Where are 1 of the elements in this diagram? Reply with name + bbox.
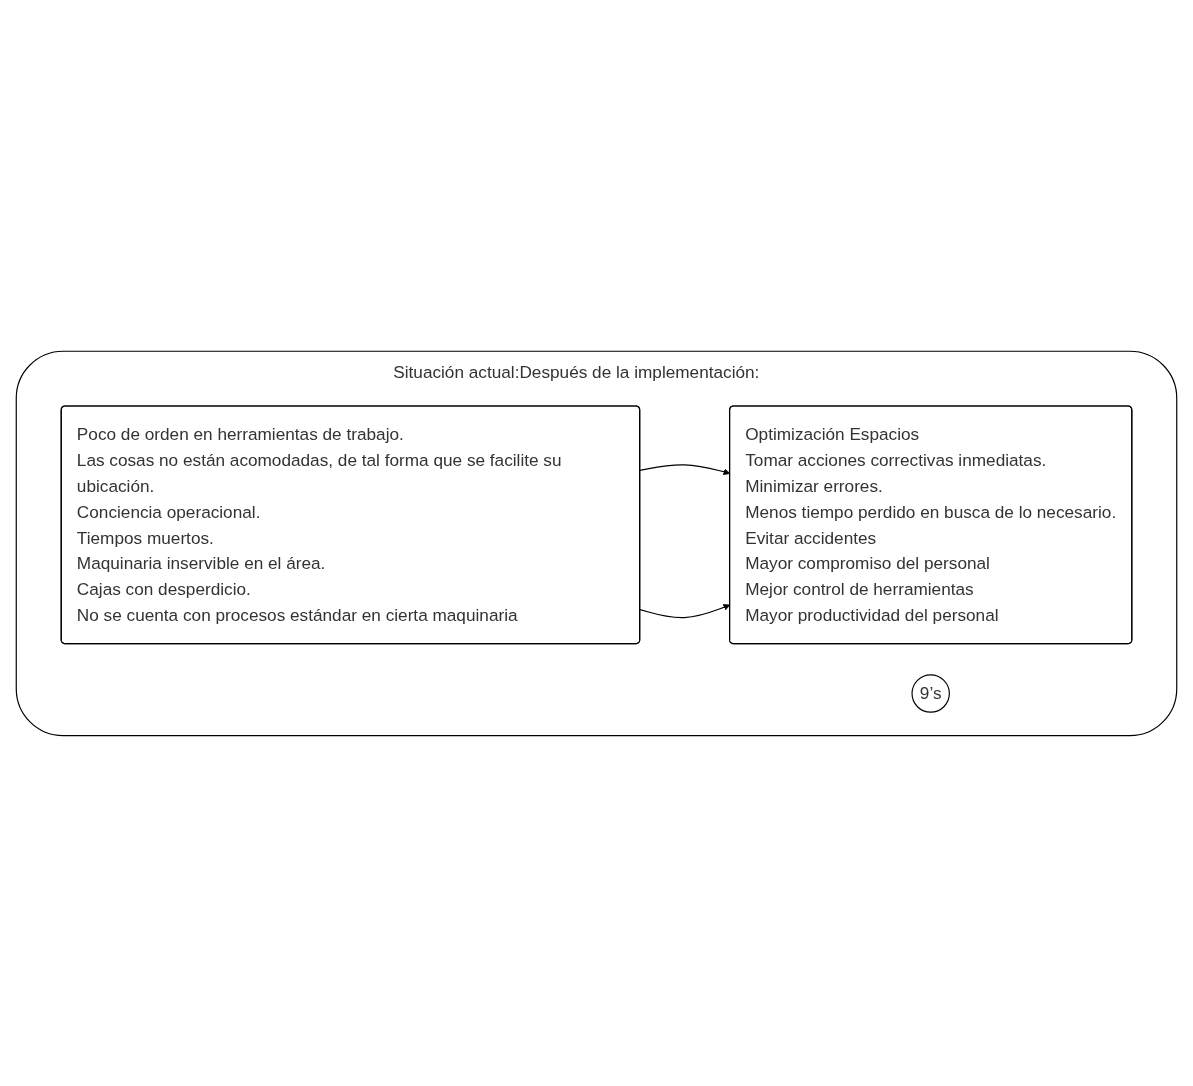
node-circle: 9’s xyxy=(911,673,950,713)
